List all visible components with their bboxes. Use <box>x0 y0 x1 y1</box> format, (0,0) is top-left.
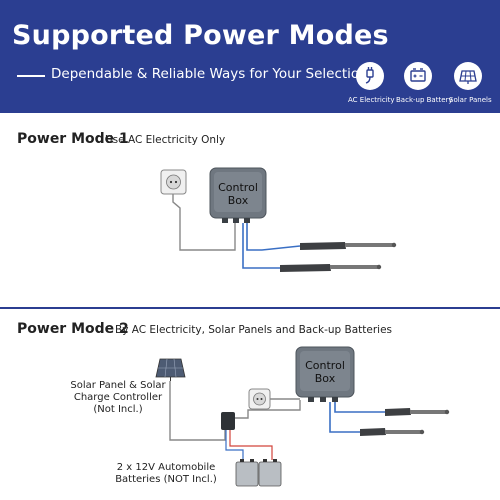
mode-label-solar: Solar Panels <box>449 96 492 104</box>
mode2-description: By AC Electricity, Solar Panels and Back… <box>115 324 393 336</box>
solar-cable <box>169 381 226 441</box>
control-box-1 <box>209 167 267 223</box>
battery-wire-positive <box>229 430 273 460</box>
actuator-cable-2a <box>334 402 385 413</box>
actuator-cable-1b <box>242 223 280 269</box>
control-box-2-label: Control Box <box>305 359 345 385</box>
control-box-1-label: Control Box <box>218 181 258 207</box>
mode-label-ac: AC Electricity <box>348 96 395 104</box>
solar-caption: Solar Panel & Solar Charge Controller (N… <box>70 380 166 415</box>
actuator-1a <box>300 242 397 250</box>
subtitle-dash <box>17 75 45 77</box>
actuator-2a <box>385 408 450 416</box>
mode1-heading: Power Mode 1 <box>17 131 129 147</box>
actuator-1b <box>280 264 382 272</box>
mode2-heading: Power Mode 2 <box>17 321 129 337</box>
actuator-cable-2b <box>329 402 360 433</box>
wall-outlet-1 <box>160 169 187 195</box>
charge-controller <box>221 412 235 430</box>
section-divider <box>0 307 500 309</box>
power-cable-1 <box>172 194 236 251</box>
actuator-2b <box>360 428 425 436</box>
plug-icon <box>356 62 384 90</box>
wall-outlet-2 <box>248 388 271 410</box>
mode-label-battery: Back-up Battery <box>396 96 453 104</box>
page-title: Supported Power Modes <box>12 20 389 51</box>
control-box-2 <box>295 346 355 402</box>
battery-icon <box>404 62 432 90</box>
mode1-description: Use AC Electricity Only <box>105 134 226 146</box>
solar-panel-icon <box>454 62 482 90</box>
solar-panel <box>155 358 186 381</box>
page-subtitle: Dependable & Reliable Ways for Your Sele… <box>51 66 368 82</box>
header-banner: Supported Power Modes Dependable & Relia… <box>0 0 500 113</box>
battery-caption: 2 x 12V Automobile Batteries (NOT Incl.) <box>115 462 217 485</box>
actuator-cable-1a <box>246 223 301 251</box>
controller-cable <box>235 400 301 419</box>
battery-wire-negative <box>225 430 244 460</box>
batteries <box>235 459 282 487</box>
